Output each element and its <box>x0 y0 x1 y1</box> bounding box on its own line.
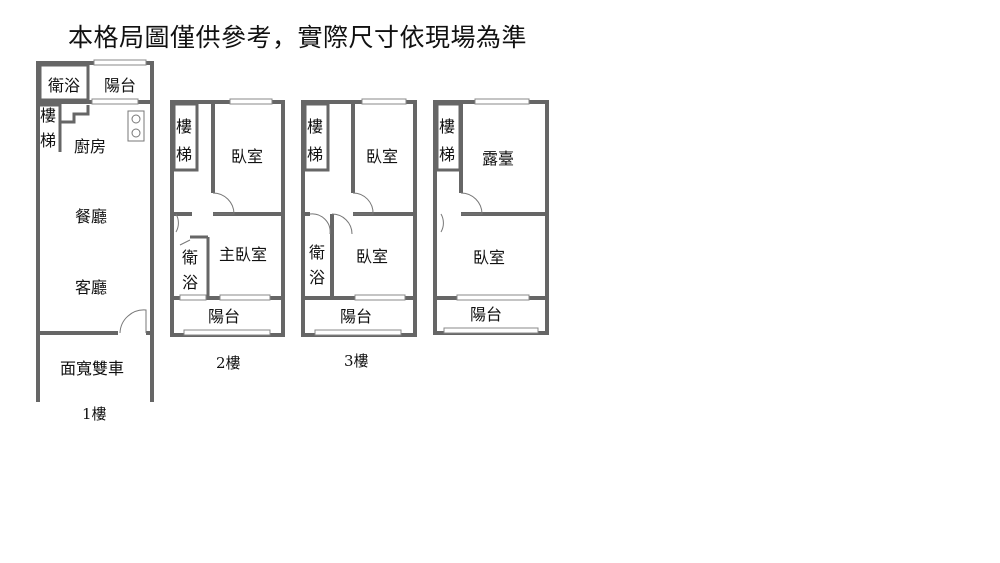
room-label-garage: 面寬雙車 <box>60 359 124 378</box>
room-label-bath-b: 浴 <box>182 273 198 292</box>
room-label-bath-b: 浴 <box>309 268 325 287</box>
floor-2-label: 2樓 <box>216 354 241 372</box>
room-label-stair-b: 梯 <box>439 145 455 164</box>
floor-4-bottom-window <box>443 327 539 334</box>
room-label-stair-a: 樓 <box>439 117 455 136</box>
floor-1-label: 1樓 <box>82 405 107 423</box>
floor-3-balcony-door <box>354 294 406 301</box>
burner-icon <box>131 128 141 138</box>
floor-2-bath-door <box>179 239 191 246</box>
room-label-stair-b: 梯 <box>40 131 56 150</box>
burner-icon <box>131 114 141 124</box>
floor-2-balcony-door <box>219 294 271 301</box>
floor-1-top-window <box>93 59 147 66</box>
room-label-stair-a: 樓 <box>176 117 192 136</box>
room-label-balcony: 陽台 <box>104 76 136 95</box>
floor-4-hall-door <box>440 213 444 233</box>
room-label-bath-a: 衛 <box>309 243 325 262</box>
floor-3-top-window <box>361 98 407 105</box>
floor-3-bedroom-door <box>352 192 374 215</box>
room-label-master-bedroom: 主臥室 <box>219 245 267 264</box>
room-label-bedroom-1: 臥室 <box>366 147 398 166</box>
room-label-bedroom-2: 臥室 <box>356 247 388 266</box>
room-label-stair-a: 樓 <box>307 117 323 136</box>
floor-2-bottom-window <box>183 329 271 336</box>
floor-2-bath-window <box>179 294 207 301</box>
room-label-stair-b: 梯 <box>176 145 192 164</box>
floor-2-hall-door <box>175 213 179 233</box>
room-label-balcony: 陽台 <box>340 307 372 326</box>
floor-2-stair-box <box>172 102 199 172</box>
room-label-stair-b: 梯 <box>307 145 323 164</box>
floor-1-stair-wall <box>40 103 90 124</box>
floor-4-terrace-door <box>460 192 483 215</box>
floor-3-bottom-window <box>314 329 402 336</box>
room-label-bedroom: 臥室 <box>473 248 505 267</box>
room-label-dining: 餐廳 <box>75 207 107 226</box>
page-title: 本格局圖僅供參考，實際尺寸依現場為準 <box>68 23 528 52</box>
floor-4-plan: 樓 梯 露臺 臥室 陽台 <box>433 98 549 335</box>
room-label-bath: 衛浴 <box>48 76 80 95</box>
floor-2-plan: 樓 梯 臥室 主臥室 衛 浴 陽台 2樓 <box>170 98 285 372</box>
floor-3-bath-door <box>331 213 353 235</box>
room-label-balcony: 陽台 <box>208 307 240 326</box>
floor-4-top-window <box>474 98 530 105</box>
room-label-living: 客廳 <box>75 278 107 297</box>
floor-1-balcony-door <box>91 98 139 105</box>
floor-3-hall-door <box>309 213 331 235</box>
floor-2-bedroom-door <box>212 192 235 215</box>
floor-1-plan: 衛浴 陽台 樓 梯 廚房 餐廳 客廳 面寬雙車 1樓 <box>36 59 154 423</box>
room-label-balcony: 陽台 <box>470 305 502 324</box>
room-label-stair-a: 樓 <box>40 106 56 125</box>
room-label-terrace: 露臺 <box>482 149 514 168</box>
stove-icon <box>127 110 145 142</box>
floor-4-balcony-door <box>456 294 530 301</box>
floor-1-front-door-swing <box>119 309 147 334</box>
room-label-bath-a: 衛 <box>182 248 198 267</box>
room-label-bedroom: 臥室 <box>231 147 263 166</box>
floor-3-label: 3樓 <box>344 352 369 370</box>
floor-3-stair-box <box>303 102 330 172</box>
floor-3-plan: 樓 梯 臥室 衛 浴 臥室 陽台 3樓 <box>301 98 417 370</box>
floor-2-top-window <box>229 98 273 105</box>
room-label-kitchen: 廚房 <box>74 137 106 156</box>
